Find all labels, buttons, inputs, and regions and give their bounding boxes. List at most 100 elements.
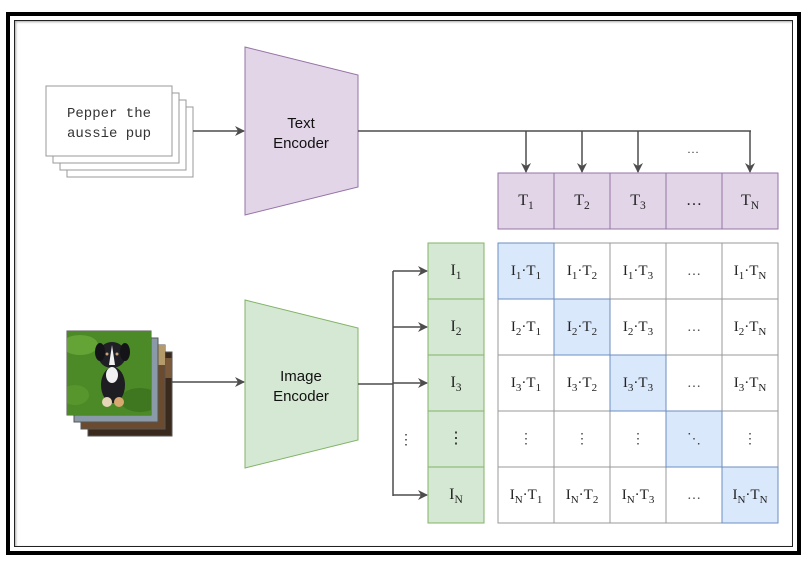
matrix-cell-diagonal: [497, 242, 555, 300]
matrix-cell-dot: ·: [577, 263, 582, 279]
matrix-cell-t: T: [749, 319, 758, 335]
text-embedding-label-subscript: 1: [528, 200, 534, 212]
matrix-cell-t-sub: 1: [536, 270, 542, 282]
matrix-cell-dot: ·: [523, 487, 528, 503]
image-arrow-ellipsis: ⋮: [399, 433, 413, 448]
matrix-cell: [721, 410, 779, 468]
matrix-cell-i: I: [734, 263, 739, 279]
matrix-cell-i: I: [511, 263, 516, 279]
text-embedding-label: T3: [630, 192, 646, 212]
matrix-cell-t-sub: N: [758, 326, 766, 338]
matrix-cell-label: IN·T2: [566, 487, 599, 506]
matrix-cell-diagonal: [553, 298, 611, 356]
text-encoder-shape: [244, 46, 359, 216]
matrix-cell-t-sub: 1: [536, 326, 542, 338]
matrix-cell-i-sub: 2: [516, 326, 522, 338]
image-embedding-label-base: ⋮: [448, 430, 464, 447]
text-embedding-label-base: T: [741, 192, 751, 209]
matrix-cell-dot: ·: [521, 375, 526, 391]
matrix-cell-t-sub: 2: [592, 326, 598, 338]
matrix-cell-ellipsis: …: [687, 264, 701, 279]
matrix-cell-diagonal: [665, 410, 723, 468]
image-embedding-cell: [427, 410, 485, 468]
text-embedding-label-base: T: [518, 192, 528, 209]
matrix-cell-dot: ·: [577, 375, 582, 391]
matrix-cell-ellipsis: …: [687, 376, 701, 391]
matrix-cell-t: T: [526, 375, 535, 391]
matrix-cell-ellipsis: ⋱: [687, 432, 701, 447]
matrix-cell-t: T: [584, 487, 593, 503]
image-encoder-label-1: Image: [280, 368, 322, 385]
matrix-cell: [721, 298, 779, 356]
matrix-cell-t: T: [749, 263, 758, 279]
matrix-cell-ellipsis: ⋮: [519, 432, 533, 447]
image-encoder-label-2: Encoder: [273, 388, 329, 405]
image-embedding-label-subscript: 3: [456, 382, 462, 394]
matrix-cell-dot: ·: [521, 319, 526, 335]
text-encoder: Text Encoder: [244, 46, 359, 216]
matrix-cell-t: T: [526, 319, 535, 335]
text-embedding-label-base: …: [686, 192, 702, 209]
matrix-diagonal-outline: [609, 354, 667, 412]
image-embedding-label-base: I: [450, 262, 455, 279]
matrix-cell-dot: ·: [521, 263, 526, 279]
matrix-cell-t: T: [582, 319, 591, 335]
matrix-cell-i-sub: 1: [572, 270, 578, 282]
matrix-cell-t-sub: 2: [592, 270, 598, 282]
image-encoder-shape: [244, 299, 359, 469]
matrix-cell-i: I: [511, 319, 516, 335]
matrix-cell-label: IN·T3: [622, 487, 655, 506]
text-card-front: [45, 85, 173, 157]
text-input-stack: Pepper the aussie pup: [45, 85, 194, 178]
text-input-line1: Pepper the: [67, 106, 151, 122]
matrix-cell-t-sub: 2: [593, 494, 599, 506]
matrix-cell-t-sub: 1: [537, 494, 543, 506]
matrix-cell-ellipsis: …: [687, 488, 701, 503]
image-embedding-label: I3: [450, 374, 461, 394]
puppy-photo: [67, 331, 151, 415]
image-embedding-label-subscript: N: [455, 494, 464, 506]
matrix-cell-i: I: [734, 375, 739, 391]
text-embedding-label-subscript: N: [751, 200, 760, 212]
matrix-cell-label: I3·T3: [623, 375, 654, 394]
matrix-cell-label: I2·T2: [567, 319, 597, 338]
text-embedding-cell: [721, 172, 779, 230]
matrix-cell-dot: ·: [633, 375, 638, 391]
image-embedding-label: ⋮: [448, 430, 464, 447]
text-encoder-label-2: Encoder: [273, 135, 329, 152]
matrix-cell-dot: ·: [577, 319, 582, 335]
image-embedding-label: IN: [449, 486, 463, 506]
text-embedding-cell: [609, 172, 667, 230]
matrix-cell-i-sub: 3: [516, 382, 522, 394]
matrix-cell-label: I1·T2: [567, 263, 597, 282]
text-embedding-label: T1: [518, 192, 534, 212]
matrix-cell-i: I: [623, 319, 628, 335]
image-embedding-cell: [427, 242, 485, 300]
image-embedding-label-base: I: [450, 374, 455, 391]
matrix-cell: [609, 298, 667, 356]
matrix-cell-t: T: [640, 487, 649, 503]
matrix-cell-dot: ·: [745, 487, 750, 503]
matrix-cell-i-sub: N: [571, 494, 579, 506]
image-embedding-label-subscript: 1: [456, 270, 462, 282]
matrix-cell-ellipsis: …: [687, 320, 701, 335]
matrix-cell-i-sub: 3: [739, 382, 745, 394]
matrix-cell-ellipsis: ⋮: [631, 432, 645, 447]
matrix-cell-i: I: [567, 263, 572, 279]
matrix-cell-i: I: [567, 319, 572, 335]
matrix-cell-label: I2·T3: [623, 319, 654, 338]
image-input-stack: [66, 330, 173, 437]
image-bus: ⋮: [358, 266, 428, 500]
matrix-cell-t-sub: N: [758, 270, 766, 282]
matrix-cell-t-sub: 1: [536, 382, 542, 394]
image-embedding-cell: [427, 354, 485, 412]
text-embedding-label-subscript: 2: [584, 200, 590, 212]
matrix-cell-i: I: [566, 487, 571, 503]
text-encoder-label-1: Text: [287, 115, 315, 132]
matrix-cell-i-sub: 2: [628, 326, 634, 338]
matrix-cell-t: T: [526, 263, 535, 279]
text-embedding-label-subscript: 3: [640, 200, 646, 212]
matrix-cell-t-sub: 3: [648, 382, 654, 394]
matrix-cell-t: T: [582, 263, 591, 279]
matrix-cell-label: I1·T1: [511, 263, 541, 282]
